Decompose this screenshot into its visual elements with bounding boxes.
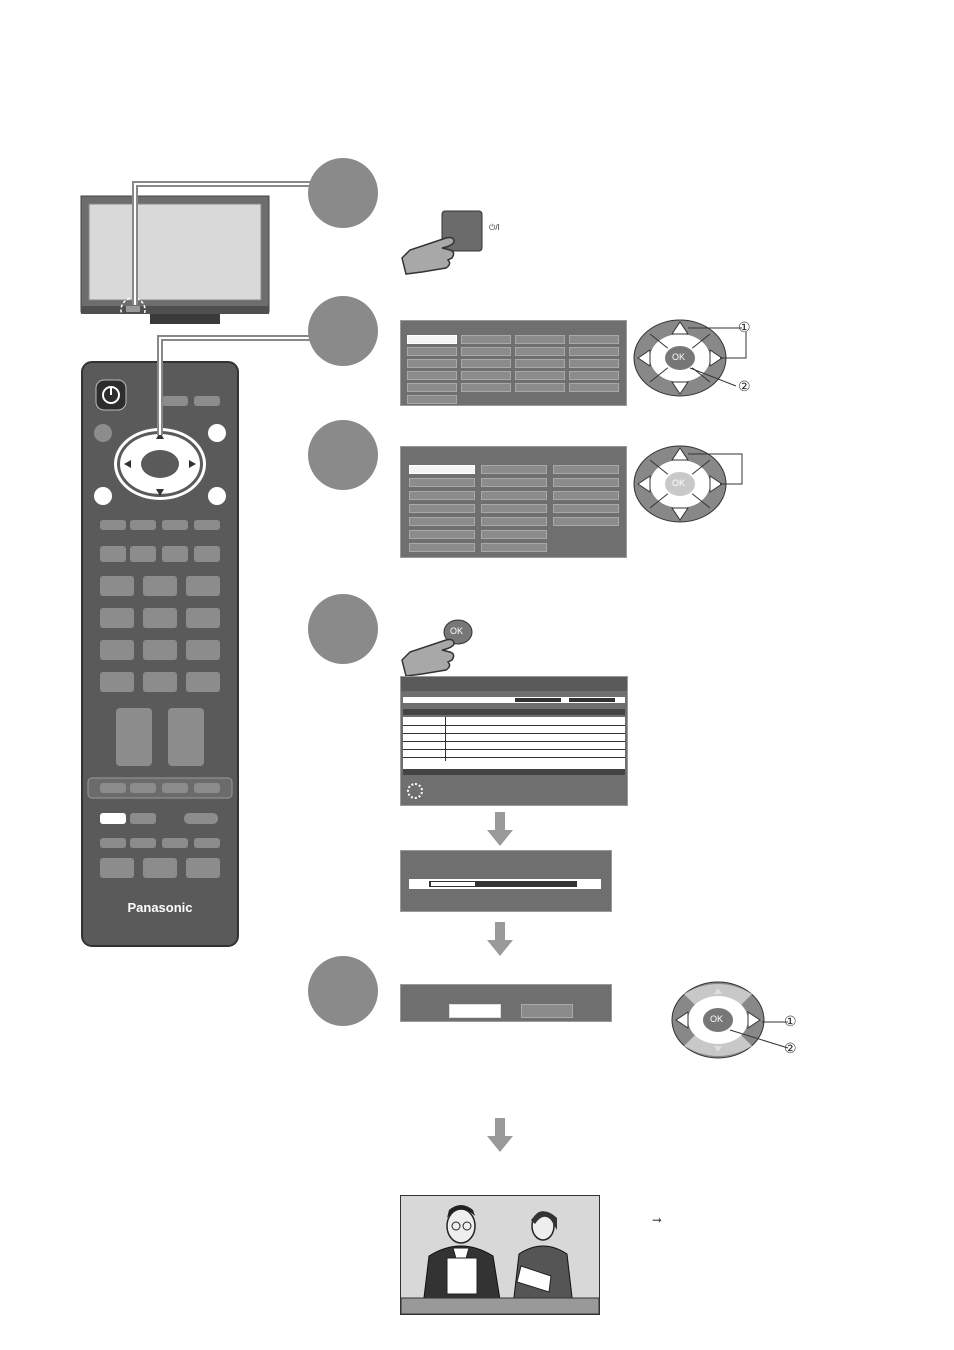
language-menu-screen <box>400 320 627 406</box>
down-arrow-icon <box>487 812 513 846</box>
confirm-no-button[interactable] <box>521 1004 573 1018</box>
callout-2: ② <box>738 378 751 394</box>
down-arrow-icon <box>487 1118 513 1152</box>
country-menu-screen <box>400 446 627 558</box>
dpad-step2[interactable]: OK ① ② <box>632 316 762 400</box>
step-3-marker <box>308 420 378 490</box>
step-1-marker <box>308 158 378 228</box>
confirm-screen <box>400 984 612 1022</box>
callout-1: ① <box>784 1013 797 1029</box>
ok-label: OK <box>710 1014 724 1024</box>
dpad-icon <box>407 783 423 799</box>
auto-setup-screen <box>400 676 628 806</box>
progress-screen <box>400 850 612 912</box>
step-2-marker <box>308 296 378 366</box>
step1-hand-press <box>398 208 498 280</box>
ok-label: OK <box>450 626 464 636</box>
callout-2: ② <box>784 1040 797 1056</box>
tv-picture-illustration <box>400 1195 600 1315</box>
down-arrow-icon <box>487 922 513 956</box>
ok-label: OK <box>672 478 686 488</box>
callout-1: ① <box>738 319 751 335</box>
dpad-step3[interactable]: OK <box>632 442 762 526</box>
confirm-yes-button[interactable] <box>449 1004 501 1018</box>
note-arrow: ➞ <box>652 1213 663 1227</box>
step-4-marker <box>308 594 378 664</box>
step4-hand-ok: OK <box>398 616 478 676</box>
dpad-step5[interactable]: OK ① ② <box>670 980 810 1064</box>
step-5-marker <box>308 956 378 1026</box>
ok-label: OK <box>672 352 686 362</box>
brand-logo: Panasonic <box>127 900 193 915</box>
remote-control: Panasonic <box>80 360 240 950</box>
power-button-label: ⏻/I <box>489 223 500 232</box>
tv-illustration <box>80 194 272 326</box>
